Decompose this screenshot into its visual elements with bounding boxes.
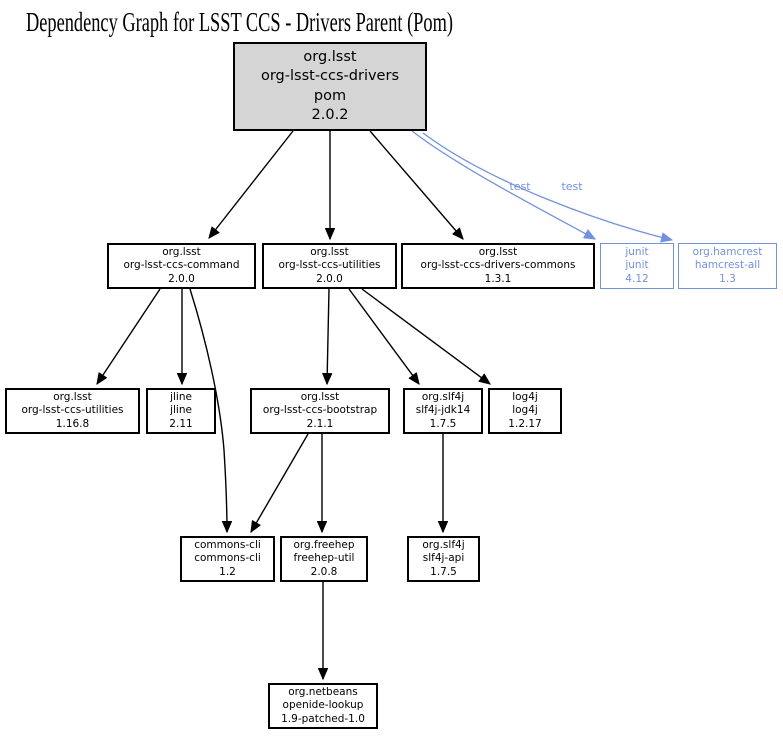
edge-drivers-to-drivers-commons xyxy=(369,130,463,239)
node-jline: jline jline 2.11 xyxy=(146,388,216,434)
edge-drivers-to-hamcrest-test xyxy=(422,132,672,240)
node-freehep-util: org.freehep freehep-util 2.0.8 xyxy=(280,536,368,582)
node-version: 2.0.0 xyxy=(316,272,343,285)
node-group-id: org.netbeans xyxy=(288,685,358,698)
edge-utilities-to-slf4j-jdk14 xyxy=(348,288,419,384)
node-version: 1.2 xyxy=(219,565,236,578)
edge-bootstrap-to-commons-cli xyxy=(251,433,309,532)
node-artifact-id: jline xyxy=(170,404,192,417)
node-artifact-id: org-lsst-ccs-utilities xyxy=(21,404,124,417)
node-slf4j-api: org.slf4j slf4j-api 1.7.5 xyxy=(407,536,480,582)
edge-utilities-to-bootstrap xyxy=(327,288,329,384)
node-group-id: org.slf4j xyxy=(421,390,465,403)
node-group-id: org.hamcrest xyxy=(692,245,763,258)
node-version: 1.16.8 xyxy=(55,417,90,430)
node-junit: junit junit 4.12 xyxy=(600,243,674,289)
node-artifact-id: org-lsst-ccs-bootstrap xyxy=(262,404,378,417)
node-group-id: org.lsst xyxy=(310,245,349,258)
node-version: 2.1.1 xyxy=(306,417,334,430)
node-version: 2.0.8 xyxy=(310,565,338,578)
node-group-id: org.lsst xyxy=(303,48,357,65)
node-version: 2.0.0 xyxy=(168,272,195,285)
node-artifact-id: org-lsst-ccs-drivers-commons xyxy=(420,259,576,272)
node-artifact-id: junit xyxy=(625,259,649,272)
node-artifact-id: log4j xyxy=(512,404,538,417)
node-group-id: org.lsst xyxy=(162,245,201,258)
node-artifact-id: hamcrest-all xyxy=(694,259,761,272)
node-slf4j-jdk14: org.slf4j slf4j-jdk14 1.7.5 xyxy=(403,388,483,434)
node-artifact-id: slf4j-jdk14 xyxy=(415,404,471,417)
graph-title: Dependency Graph for LSST CCS - Drivers … xyxy=(26,7,453,37)
node-artifact-id: openide-lookup xyxy=(282,699,364,712)
node-group-id: org.lsst xyxy=(478,245,518,258)
edge-label-hamcrest-test-scope: test xyxy=(561,180,583,193)
node-group-id: log4j xyxy=(512,390,538,403)
node-org-lsst-ccs-command: org.lsst org-lsst-ccs-command 2.0.0 xyxy=(107,243,256,289)
node-group-id: org.freehep xyxy=(293,538,355,551)
node-version: 2.11 xyxy=(169,417,193,430)
node-org-lsst-ccs-drivers-commons: org.lsst org-lsst-ccs-drivers-commons 1.… xyxy=(401,243,595,289)
node-openide-lookup: org.netbeans openide-lookup 1.9-patched-… xyxy=(268,683,378,729)
node-version: 1.9-patched-1.0 xyxy=(281,712,365,725)
edge-command-to-commons-cli xyxy=(189,288,227,532)
node-group-id: org.lsst xyxy=(300,390,340,403)
node-artifact-id: slf4j-api xyxy=(422,552,465,565)
node-version: 1.3 xyxy=(719,272,736,285)
node-hamcrest-all: org.hamcrest hamcrest-all 1.3 xyxy=(678,243,777,289)
node-commons-cli: commons-cli commons-cli 1.2 xyxy=(180,536,275,582)
node-group-id: junit xyxy=(625,245,649,258)
edge-utilities-to-log4j xyxy=(361,288,490,384)
node-artifact-id: org-lsst-ccs-drivers xyxy=(260,68,399,84)
node-version: 1.2.17 xyxy=(508,417,542,430)
node-artifact-id: org-lsst-ccs-command xyxy=(123,259,240,272)
edge-command-to-utilities-old xyxy=(97,288,161,384)
node-group-id: jline xyxy=(170,390,192,403)
node-artifact-id: freehep-util xyxy=(293,552,355,565)
edge-label-junit-test-scope: test xyxy=(509,180,531,193)
node-org-lsst-ccs-utilities-1-16-8: org.lsst org-lsst-ccs-utilities 1.16.8 xyxy=(5,388,140,434)
node-group-id: commons-cli xyxy=(194,538,261,551)
edge-drivers-to-junit-test xyxy=(411,130,595,239)
node-version: 4.12 xyxy=(625,272,649,285)
node-org-lsst-ccs-utilities-2-0-0: org.lsst org-lsst-ccs-utilities 2.0.0 xyxy=(262,243,397,289)
node-group-id: org.lsst xyxy=(53,390,92,403)
node-version: 1.7.5 xyxy=(429,417,457,430)
node-org-lsst-ccs-bootstrap: org.lsst org-lsst-ccs-bootstrap 2.1.1 xyxy=(250,388,390,434)
node-version: 1.3.1 xyxy=(484,272,512,285)
edge-drivers-to-command xyxy=(209,130,294,238)
node-artifact-id: commons-cli xyxy=(194,552,261,565)
node-org-lsst-ccs-drivers-pom: org.lsst org-lsst-ccs-drivers pom 2.0.2 xyxy=(233,42,427,131)
node-artifact-id: org-lsst-ccs-utilities xyxy=(278,259,381,272)
node-group-id: org.slf4j xyxy=(422,538,465,551)
node-packaging: pom xyxy=(313,87,347,104)
node-version: 1.7.5 xyxy=(430,565,457,578)
node-version: 2.0.2 xyxy=(311,107,349,123)
node-log4j: log4j log4j 1.2.17 xyxy=(488,388,562,434)
